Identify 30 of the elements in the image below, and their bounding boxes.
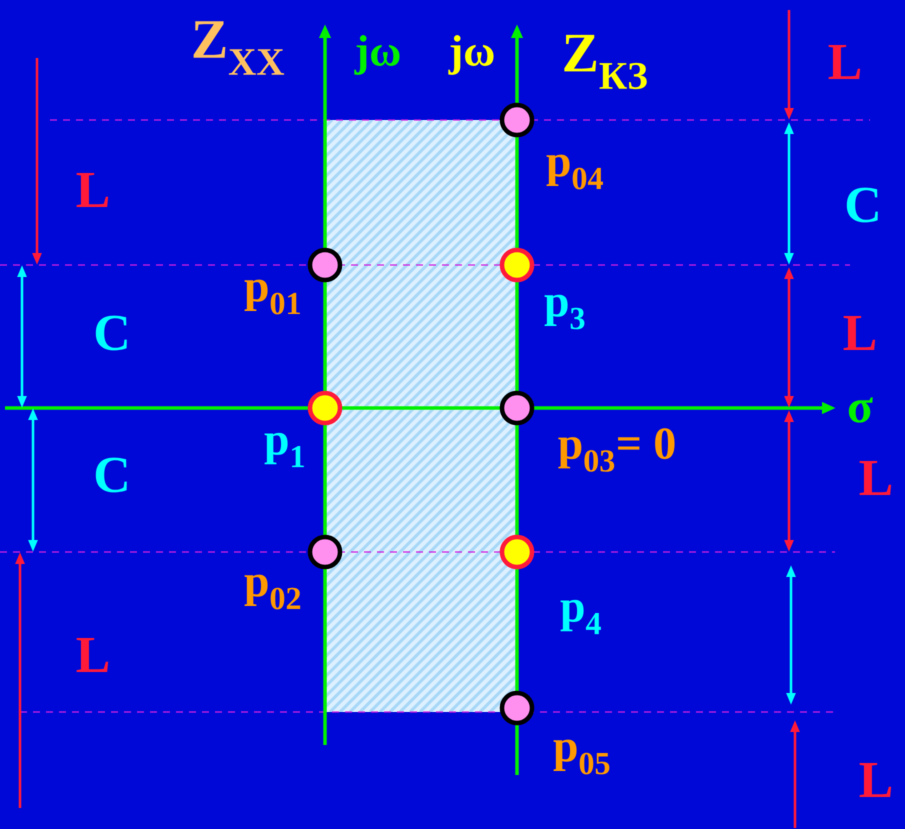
pole-marker: [308, 248, 342, 282]
point-label: p$_{1}$: [264, 432, 304, 468]
point-label: p$_{02}$: [244, 574, 300, 610]
pole-marker: [500, 390, 534, 426]
axis-label: Z$_{XX}$: [194, 21, 284, 75]
element-label: C: [846, 188, 878, 222]
point-label: p$_{3}$: [544, 294, 584, 330]
pole-marker: [308, 390, 342, 426]
element-label: L: [76, 173, 108, 207]
pole-marker: [308, 534, 342, 570]
axis-label: σ: [848, 397, 873, 423]
element-label: C: [96, 458, 127, 492]
axis-label: jω: [354, 35, 400, 75]
element-label: L: [76, 638, 108, 672]
point-label: p$_{05}$: [554, 740, 610, 774]
pole-marker: [500, 534, 534, 570]
element-label: C: [96, 316, 127, 350]
element-label: L: [860, 763, 892, 797]
axis-label: jω: [448, 35, 494, 75]
element-label: L: [844, 316, 876, 350]
pole-marker: [500, 248, 534, 282]
pole-marker: [500, 102, 534, 138]
element-label: L: [828, 45, 860, 79]
point-label: p$_{4}$: [560, 600, 601, 634]
pole-marker: [500, 690, 534, 726]
element-label: L: [860, 461, 892, 495]
point-label: p$_{04}$: [546, 154, 603, 190]
point-label: p$_{01}$: [244, 280, 300, 314]
point-label: p$_{03}$= 0: [558, 428, 675, 472]
axis-label: Z$_{КЗ}$: [564, 34, 647, 90]
